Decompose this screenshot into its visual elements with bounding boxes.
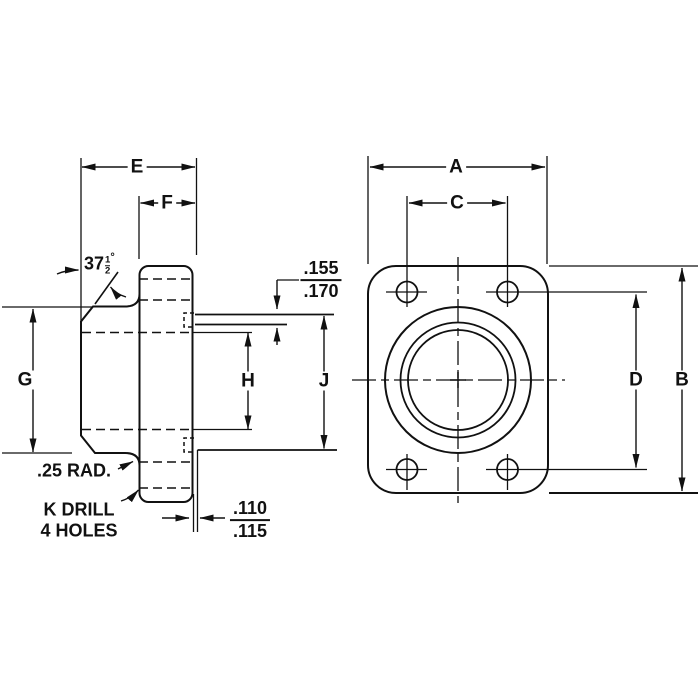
radius-leader-arrow xyxy=(117,460,134,471)
dim-label-e: E xyxy=(127,157,147,177)
side-dimension-lines xyxy=(29,163,328,453)
flange-hub-outline xyxy=(138,265,194,503)
drill-note: K DRILL 4 HOLES xyxy=(40,499,117,540)
tab-thickness-dimension: .155 .170 xyxy=(300,259,342,301)
tab-thickness-upper: .155 xyxy=(300,259,342,281)
dim-label-d: D xyxy=(626,370,646,390)
side-view xyxy=(2,158,337,532)
angle-curved-arrow xyxy=(109,286,127,300)
dim-label-c: C xyxy=(447,193,467,213)
terminal-slot-brackets xyxy=(183,312,194,453)
angle-leader-arrow xyxy=(56,266,79,275)
dim-label-f: F xyxy=(158,193,176,213)
front-dimension-lines xyxy=(369,163,686,492)
face-offset-upper: .110 xyxy=(229,499,271,521)
face-offset-dimension: .110 .115 xyxy=(229,499,271,541)
dim-label-h: H xyxy=(238,371,258,391)
dim-label-b: B xyxy=(672,370,692,390)
drill-leader-arrow xyxy=(120,489,140,503)
tab-thickness-lower: .170 xyxy=(303,281,339,301)
body-profile xyxy=(80,265,194,503)
chamfer-angle-line xyxy=(94,271,119,305)
dim-label-j: J xyxy=(315,371,333,391)
terminal-tab-lines xyxy=(195,313,337,451)
front-extension-lines xyxy=(367,156,698,494)
centerlines xyxy=(352,196,647,503)
front-view xyxy=(352,156,698,503)
radius-note: .25 RAD. xyxy=(36,460,112,481)
center-cross xyxy=(450,372,466,388)
degree-symbol: ° xyxy=(110,251,115,264)
angle-fraction-numerator: 1 xyxy=(105,254,111,266)
dim-label-g: G xyxy=(14,370,36,390)
angle-fraction: 1 2 xyxy=(105,254,111,277)
angle-whole: 37 xyxy=(84,253,105,274)
side-leader-arrows xyxy=(56,266,281,522)
side-extension-lines xyxy=(2,158,299,532)
chamfer-angle-label: 37 1 2 ° xyxy=(84,251,115,277)
drill-note-line1: K DRILL xyxy=(43,499,115,520)
chamfered-body-outline xyxy=(80,293,141,466)
angle-fraction-denominator: 2 xyxy=(105,264,111,277)
drill-note-line2: 4 HOLES xyxy=(40,520,118,540)
face-offset-lower: .115 xyxy=(232,521,268,541)
dim-label-a: A xyxy=(446,157,466,177)
hidden-hole-lines xyxy=(82,278,193,489)
